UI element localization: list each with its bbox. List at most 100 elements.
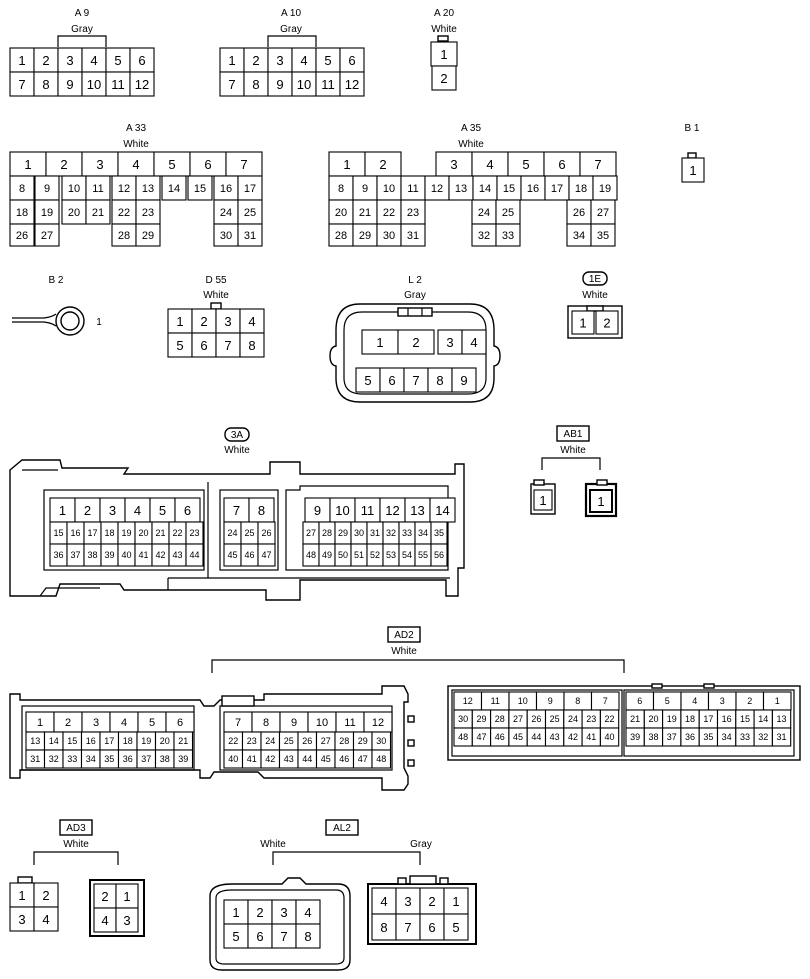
a3-pin-label: 8 xyxy=(258,503,265,518)
d55-pin-cell xyxy=(215,308,241,334)
ad2-pin-label: 9 xyxy=(548,696,553,706)
ad2-pin-label: 35 xyxy=(104,754,114,764)
d55-pin-label: 7 xyxy=(224,338,231,353)
color-al2-right: Gray xyxy=(410,839,432,850)
ad2-pin-label: 32 xyxy=(49,754,59,764)
a3-pin-label: 9 xyxy=(314,503,321,518)
ad2-pin-label: 24 xyxy=(568,714,578,724)
ad2-pin-label: 19 xyxy=(141,736,151,746)
a33-pin-cell xyxy=(237,199,263,225)
ad2-pin-label: 12 xyxy=(372,717,384,729)
al2-pin-cell xyxy=(395,913,421,941)
a33-pin-cell xyxy=(9,151,47,177)
al2-pin-label: 7 xyxy=(404,920,411,935)
a3-pin-label: 32 xyxy=(386,528,396,538)
b2-pin-label: 1 xyxy=(96,317,102,328)
a33-pin-cell xyxy=(85,199,111,225)
ad2-pin-label: 45 xyxy=(513,732,523,742)
color-l2: Gray xyxy=(404,290,426,301)
ad2-pin-label: 34 xyxy=(722,732,732,742)
l2-pin-cell xyxy=(403,367,429,393)
ad2-pin-label: 26 xyxy=(531,714,541,724)
ad2-pin-label: 10 xyxy=(518,696,528,706)
b1-pin-cell xyxy=(681,157,705,183)
ad3-pin-cell xyxy=(33,906,59,932)
e1-pin-cell xyxy=(595,310,619,335)
badge-al2 xyxy=(325,819,359,836)
badge-1e xyxy=(582,271,608,286)
d55-pin-label: 8 xyxy=(248,338,255,353)
l2-pin-label: 4 xyxy=(470,335,477,350)
e1-pin-label: 1 xyxy=(579,316,586,331)
ad2-pin-label: 44 xyxy=(531,732,541,742)
a35-pin-cell xyxy=(471,199,497,225)
ad2-pin-label: 4 xyxy=(692,696,697,706)
ad2-pin-label: 17 xyxy=(703,714,713,724)
l2-pin-cell xyxy=(361,329,399,355)
color-a35: White xyxy=(458,139,484,150)
a10-pin-cell xyxy=(219,71,245,97)
a33-pin-cell xyxy=(34,175,60,201)
a3-pin-label: 43 xyxy=(172,550,182,560)
ad2-pin-label: 31 xyxy=(30,754,40,764)
a10-pin-label: 1 xyxy=(228,53,235,68)
ab1-pin-label: 1 xyxy=(539,493,546,508)
ad3-pin-cell xyxy=(9,882,35,908)
a9-pin-cell xyxy=(33,71,59,97)
a35-pin-label: 22 xyxy=(383,207,395,219)
a33-pin-label: 8 xyxy=(19,183,25,195)
a3-pin-label: 4 xyxy=(134,503,141,518)
l2-pin-label: 1 xyxy=(376,335,383,350)
a35-pin-label: 4 xyxy=(486,157,493,172)
a3-pin-label: 40 xyxy=(121,550,131,560)
a3-pin-cell xyxy=(404,497,431,523)
a3-pin-label: 45 xyxy=(227,550,237,560)
a3-pin-label: 5 xyxy=(159,503,166,518)
a33-pin-cell xyxy=(213,175,239,201)
ad2-pin-label: 13 xyxy=(30,736,40,746)
al2-pin-label: 2 xyxy=(428,894,435,909)
a3-pin-label: 35 xyxy=(434,528,444,538)
ad2-pin-label: 40 xyxy=(605,732,615,742)
a35-pin-cell xyxy=(590,223,616,247)
a35-pin-label: 6 xyxy=(558,157,565,172)
a3-pin-label: 19 xyxy=(121,528,131,538)
a9-pin-cell xyxy=(9,71,35,97)
ad2-pin-label: 41 xyxy=(586,732,596,742)
color-a20: White xyxy=(431,24,457,35)
al2-pin-cell xyxy=(247,923,273,949)
l2-pin-cell xyxy=(451,367,477,393)
a35-pin-label: 13 xyxy=(455,183,467,195)
a10-pin-label: 2 xyxy=(252,53,259,68)
a3-pin-label: 46 xyxy=(244,550,254,560)
a3-pin-label: 29 xyxy=(338,528,348,538)
ad2-pin-label: 20 xyxy=(160,736,170,746)
ad2-pin-label: 34 xyxy=(86,754,96,764)
a33-pin-label: 3 xyxy=(96,157,103,172)
a33-pin-cell xyxy=(135,223,161,247)
ad2-pin-label: 27 xyxy=(321,736,331,746)
a3-pin-label: 28 xyxy=(322,528,332,538)
a3-pin-label: 27 xyxy=(306,528,316,538)
ad2-pin-label: 35 xyxy=(703,732,713,742)
a35-pin-label: 8 xyxy=(338,183,344,195)
a35-pin-label: 20 xyxy=(335,207,347,219)
a10-pin-label: 8 xyxy=(252,77,259,92)
a3-pin-label: 26 xyxy=(261,528,271,538)
a9-pin-label: 7 xyxy=(18,77,25,92)
a10-pin-cell xyxy=(291,47,317,73)
a33-pin-cell xyxy=(85,175,111,201)
a33-pin-label: 13 xyxy=(142,183,154,195)
a35-pin-label: 34 xyxy=(573,230,585,242)
a35-pin-label: 27 xyxy=(597,207,609,219)
label-b2: B 2 xyxy=(48,275,63,286)
label-3a: 3A xyxy=(231,430,244,441)
a33-pin-label: 15 xyxy=(194,183,206,195)
a3-pin-label: 34 xyxy=(418,528,428,538)
ad2-pin-label: 44 xyxy=(302,754,312,764)
a35-pin-cell xyxy=(400,175,426,201)
ad3-pin-label: 1 xyxy=(18,888,25,903)
al2-pin-label: 1 xyxy=(232,905,239,920)
a9-pin-label: 2 xyxy=(42,53,49,68)
d55-pin-cell xyxy=(167,332,193,358)
